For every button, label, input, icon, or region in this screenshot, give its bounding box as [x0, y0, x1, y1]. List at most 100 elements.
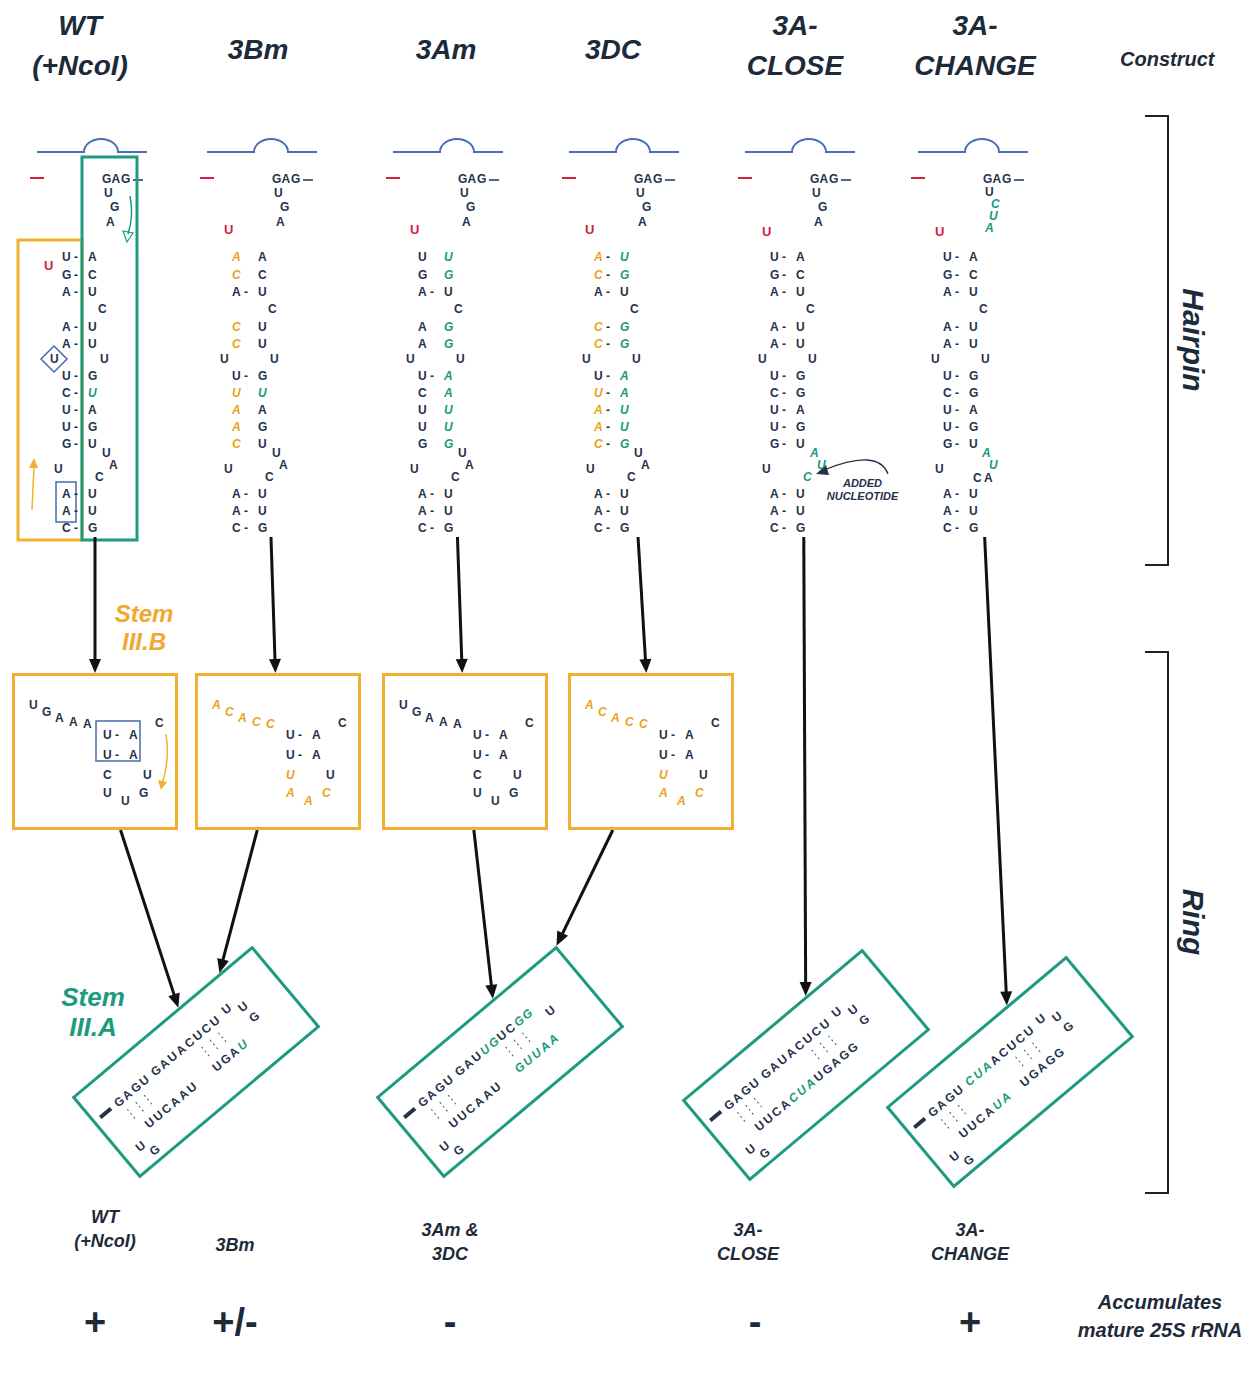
nucleotide: A: [943, 504, 952, 518]
nucleotide-row: C - G: [943, 521, 980, 536]
stem-iiib-box: ACACCU - AU - ACUAACU: [568, 673, 734, 830]
nucleotide-row: U: [586, 462, 597, 477]
nucleotide: G: [642, 200, 651, 214]
nucleotide: -: [244, 504, 248, 518]
nucleotide-strand: UUG: [829, 992, 875, 1039]
nucleotide: U: [100, 352, 109, 366]
nucleotide-row: U: [410, 462, 421, 477]
nucleotide-row: C - G: [594, 268, 631, 283]
blue-box: [96, 721, 140, 761]
nucleotide: U: [770, 420, 779, 434]
nucleotide-row: G: [280, 200, 291, 215]
arrowhead: [168, 992, 179, 1007]
nucleotide: C: [268, 302, 277, 316]
nucleotide: -: [782, 285, 786, 299]
nucleotide-row: C: [627, 470, 638, 485]
nucleotide-row: G: [110, 200, 121, 215]
nucleotide: C: [806, 302, 815, 316]
nucleotide: G: [110, 200, 119, 214]
nucleotide-row: A: [984, 471, 995, 486]
nucleotide-strand: C: [338, 716, 349, 731]
nucleotide: C: [639, 717, 648, 731]
nucleotide: G: [444, 268, 453, 282]
nucleotide-row: U U: [406, 352, 467, 367]
nucleotide: A: [279, 458, 288, 472]
nucleotide-row: GAG: [102, 172, 132, 187]
nucleotide: U: [743, 1141, 759, 1157]
nucleotide-row: G G: [418, 437, 455, 452]
nucleotide-row: U - G: [943, 420, 980, 435]
nucleotide: A: [462, 215, 471, 229]
nucleotide: A: [770, 487, 779, 501]
nucleotide-row: C - U: [62, 386, 99, 401]
nucleotide: U: [62, 250, 71, 264]
nucleotide: G: [969, 386, 978, 400]
marked-nucleotide: U: [762, 224, 771, 239]
nucleotide: -: [782, 521, 786, 535]
nucleotide: -: [606, 420, 610, 434]
nucleotide-row: U U: [758, 352, 819, 367]
pairing-tick: [1016, 1057, 1024, 1067]
hairpin-structure: GAGUGAU - AG - CA - UCA - UA - UU UU - G…: [48, 172, 142, 537]
nucleotide: G: [634, 172, 643, 186]
nucleotide: G: [458, 172, 467, 186]
red-dash: [30, 177, 44, 179]
nucleotide: G: [102, 172, 111, 186]
nucleotide: -: [74, 386, 78, 400]
strand-arrowhead: [123, 231, 133, 242]
stem-iiia-box: GAGUGAUACUCUUUGUUCACUAUGAGGUG: [682, 949, 931, 1182]
nucleotide: C: [598, 705, 607, 719]
leader-arrow: [824, 460, 888, 474]
nucleotide: -: [782, 437, 786, 451]
nucleotide-strand: UGAAA: [29, 698, 94, 732]
nucleotide-row: U: [762, 462, 773, 477]
nucleotide-row: A - U: [943, 337, 980, 352]
nucleotide: -: [782, 403, 786, 417]
nucleotide: U: [444, 504, 453, 518]
nucleotide: A: [62, 285, 71, 299]
nucleotide-row: A - U: [943, 487, 980, 502]
nucleotide: U: [582, 352, 591, 366]
nucleotide: U: [943, 403, 952, 417]
nucleotide-row: U - A: [770, 403, 807, 418]
nucleotide: U: [232, 369, 241, 383]
nucleotide: G: [969, 521, 978, 535]
nucleotide: C: [594, 337, 603, 351]
nucleotide-row: A - U: [770, 337, 807, 352]
flow-arrow: [800, 537, 812, 996]
nucleotide: C: [232, 437, 241, 451]
arrow-shaft: [985, 537, 1007, 995]
pairing-tick: [431, 1109, 439, 1119]
nucleotide: U: [103, 786, 112, 800]
arrow-shaft: [804, 537, 806, 986]
nucleotide: A: [641, 458, 650, 472]
nucleotide: U: [143, 768, 152, 782]
gag-dash: [133, 179, 1024, 181]
pairing-tick: [506, 1047, 514, 1057]
pairing-tick: [754, 1098, 762, 1108]
nucleotide: U: [796, 487, 805, 501]
arrow-shaft: [561, 830, 613, 937]
result-sign: -: [410, 1300, 490, 1344]
nucleotide-row: A: [641, 458, 652, 473]
nucleotide: U: [258, 437, 267, 451]
flow-arrow: [474, 830, 497, 999]
nucleotide-row: U: [274, 186, 285, 201]
nucleotide: A: [83, 717, 92, 731]
nucleotide: U: [62, 369, 71, 383]
nucleotide-row: A: [276, 215, 287, 230]
nucleotide: G: [418, 437, 427, 451]
nucleotide: G: [121, 172, 130, 186]
nucleotide: U: [104, 186, 113, 200]
construct-name: 3DC: [553, 30, 673, 70]
nucleotide: -: [606, 250, 610, 264]
nucleotide-row: G: [466, 200, 477, 215]
nucleotide: -: [955, 337, 959, 351]
nucleotide: -: [74, 250, 78, 264]
nucleotide: U: [594, 369, 603, 383]
nucleotide: C: [232, 268, 241, 282]
construct-name: 3A- CLOSE: [730, 6, 860, 86]
nucleotide: A: [594, 420, 603, 434]
nucleotide: G: [418, 268, 427, 282]
